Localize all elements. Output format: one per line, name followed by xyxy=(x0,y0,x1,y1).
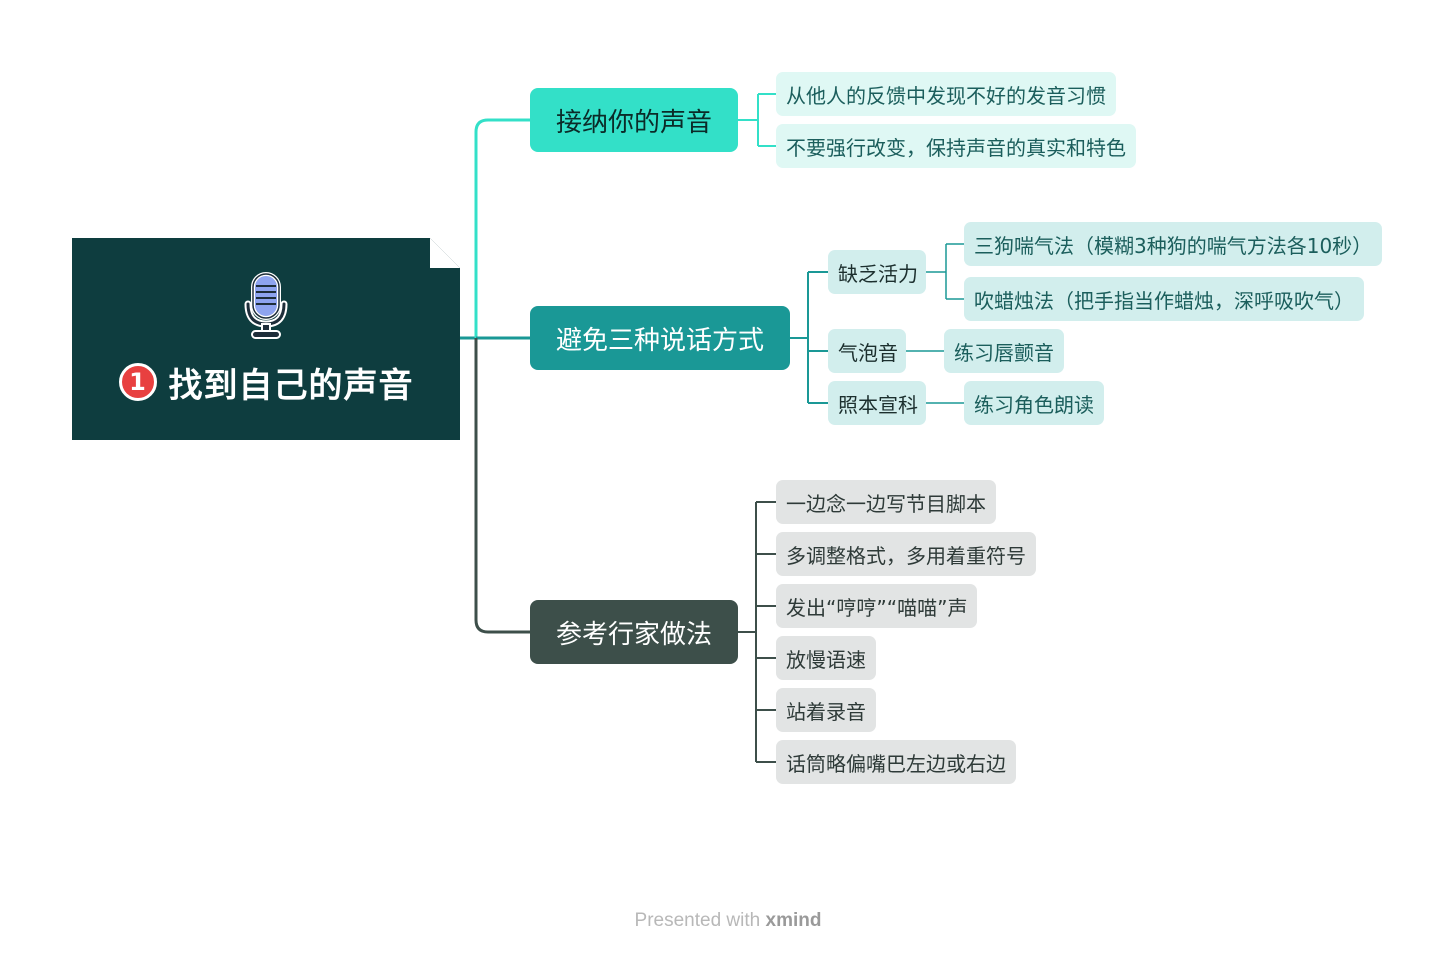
footer-credit: Presented with xmind xyxy=(0,910,1456,932)
topic-vocal-fry[interactable]: 气泡音 xyxy=(828,329,906,373)
branch-avoid-three-ways[interactable]: 避免三种说话方式 xyxy=(530,306,790,370)
topic-blow-candle[interactable]: 吹蜡烛法（把手指当作蜡烛，深呼吸吹气） xyxy=(964,277,1364,321)
topic-mic-offset[interactable]: 话筒略偏嘴巴左边或右边 xyxy=(776,740,1016,784)
microphone-icon xyxy=(239,271,293,344)
topic-feedback-habits[interactable]: 从他人的反馈中发现不好的发音习惯 xyxy=(776,72,1116,116)
topic-reading-script[interactable]: 照本宣科 xyxy=(828,381,926,425)
root-topic[interactable]: 1 找到自己的声音 xyxy=(72,238,460,440)
topic-slow-down[interactable]: 放慢语速 xyxy=(776,636,876,680)
topic-role-reading[interactable]: 练习角色朗读 xyxy=(964,381,1104,425)
topic-three-dog-panting[interactable]: 三狗喘气法（模糊3种狗的喘气方法各10秒） xyxy=(964,222,1383,266)
topic-humming-sounds[interactable]: 发出“哼哼”“喵喵”声 xyxy=(776,584,978,628)
topic-keep-authentic[interactable]: 不要强行改变，保持声音的真实和特色 xyxy=(776,124,1136,168)
topic-stand-record[interactable]: 站着录音 xyxy=(776,688,876,732)
branch-reference-experts[interactable]: 参考行家做法 xyxy=(530,600,738,664)
root-title: 找到自己的声音 xyxy=(168,365,414,406)
topic-adjust-format[interactable]: 多调整格式，多用着重符号 xyxy=(776,532,1036,576)
priority-1-badge: 1 xyxy=(118,363,157,401)
topic-lip-trill[interactable]: 练习唇颤音 xyxy=(944,329,1064,373)
root-title-row: 1 找到自己的声音 xyxy=(118,358,414,407)
footer-prefix: Presented with xyxy=(634,910,761,931)
topic-lack-energy[interactable]: 缺乏活力 xyxy=(828,250,926,294)
branch-accept-voice[interactable]: 接纳你的声音 xyxy=(530,88,738,152)
xmind-logo-text[interactable]: xmind xyxy=(765,910,822,931)
topic-write-script[interactable]: 一边念一边写节目脚本 xyxy=(776,480,996,524)
